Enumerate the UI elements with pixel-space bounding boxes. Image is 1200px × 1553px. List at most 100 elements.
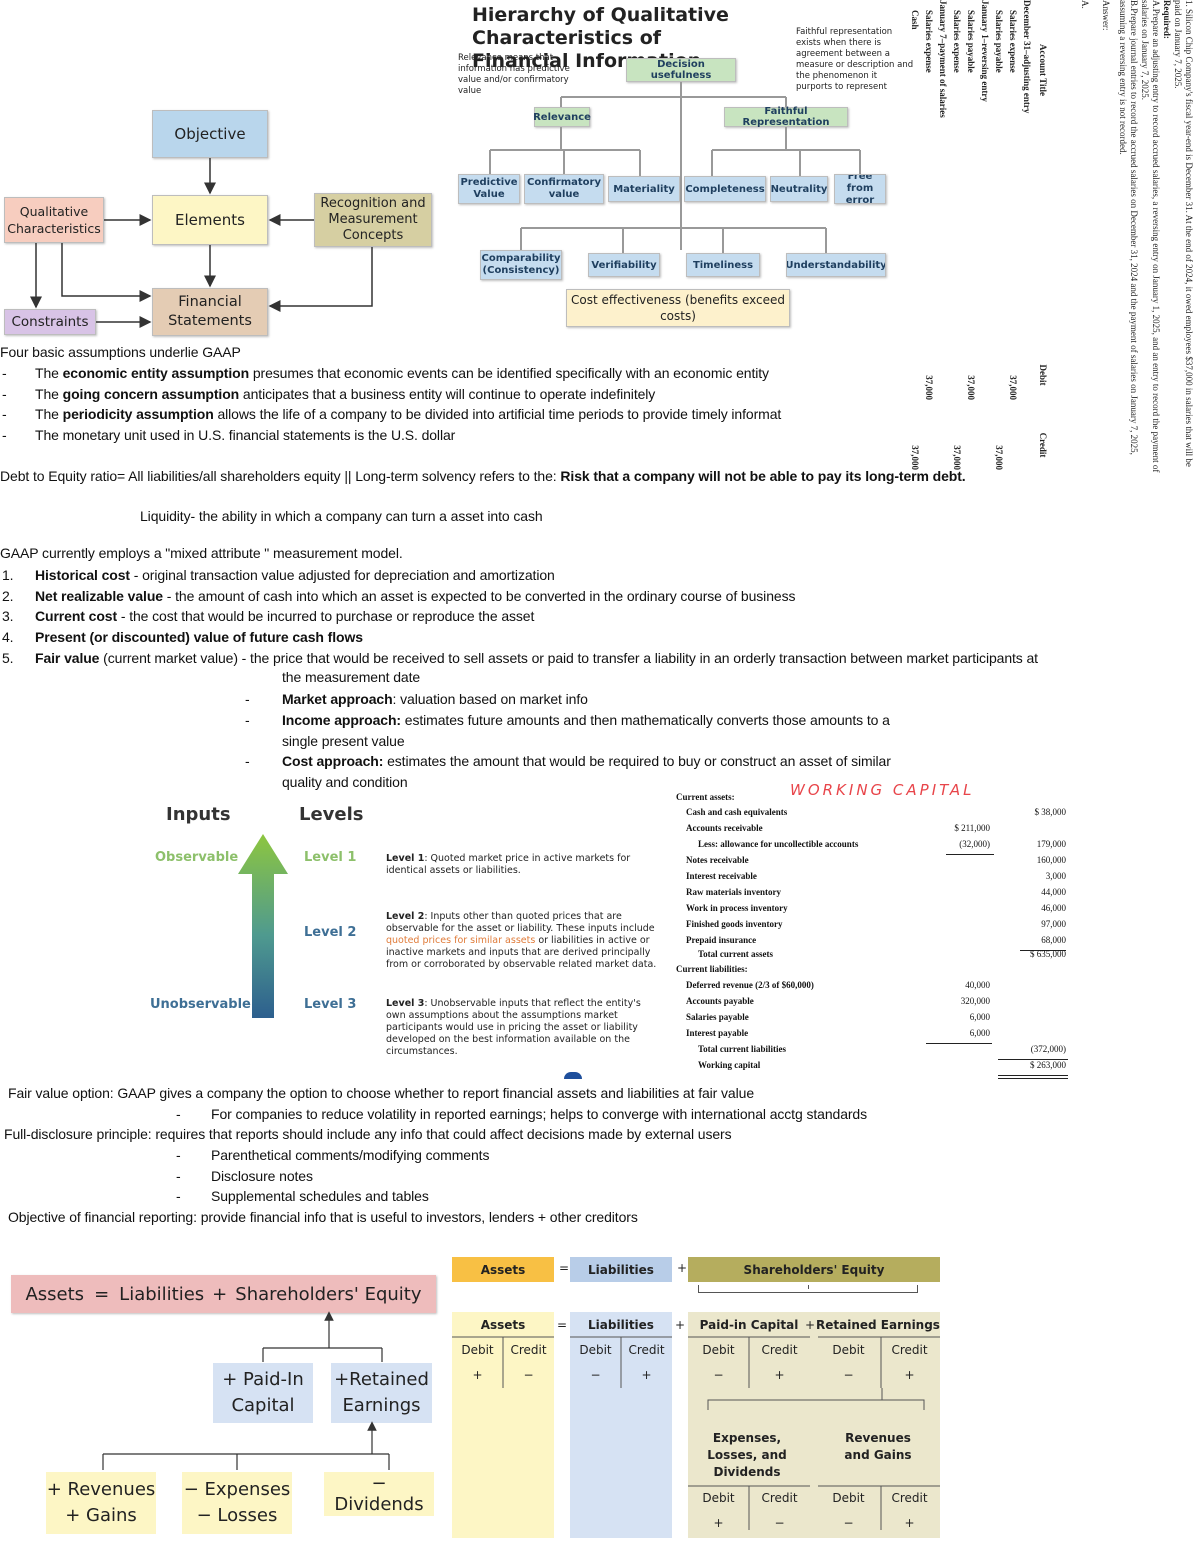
row-tcl-value: (372,000): [1030, 1044, 1066, 1054]
inputs-heading: Inputs: [166, 804, 231, 825]
level-3-description: Level 3: Unobservable inputs that reflec…: [386, 998, 641, 1057]
assumption-monetary-unit: The monetary unit used in U.S. financial…: [35, 427, 456, 443]
t-liabilities-title: Liabilities: [588, 1318, 654, 1332]
ar-underline: [946, 854, 994, 855]
t-expenses-title: Expenses, Losses, and Dividends: [707, 1431, 787, 1479]
t-credit-label: Credit: [891, 1491, 928, 1505]
row-ar-label: Accounts receivable: [686, 823, 763, 833]
journal-row-debit: 37,000: [924, 375, 934, 400]
confirmatory-value-box: Confirmatory value: [524, 174, 604, 204]
row-interest-payable-value: 6,000: [969, 1028, 990, 1038]
bullet-dash: -: [245, 753, 250, 769]
t-credit-label: Credit: [891, 1343, 928, 1357]
objective-box: Objective: [152, 110, 268, 158]
bullet-dash: -: [2, 427, 7, 443]
section-current-liabilities: Current liabilities:: [676, 964, 748, 974]
row-ap-label: Accounts payable: [686, 996, 754, 1006]
dividends-box: − Dividends: [324, 1472, 434, 1516]
disclosure-parenthetical: Parenthetical comments/modifying comment…: [211, 1147, 490, 1163]
liquidity-note: Liquidity- the ability in which a compan…: [140, 508, 543, 524]
relevance-box: Relevance: [533, 107, 591, 127]
equation-header: Assets = Liabilities + Shareholders' Equ…: [11, 1275, 436, 1313]
row-deferred-value: 40,000: [965, 980, 990, 990]
t-sign: −: [843, 1368, 854, 1382]
row-wip-label: Work in process inventory: [686, 903, 788, 913]
bullet-dash: -: [2, 365, 7, 381]
journal-row-title: Cash: [910, 10, 920, 30]
section-current-assets: Current assets:: [676, 792, 735, 802]
neutrality-box: Neutrality: [770, 176, 828, 202]
paid-in-capital-box: + Paid-In Capital: [213, 1363, 313, 1423]
t-account-lines: [452, 1336, 940, 1530]
row-wip-value: 46,000: [1041, 903, 1066, 913]
journal-row-title: January 7–payment of salaries: [938, 0, 948, 118]
level-2-description: Level 2: Inputs other than quoted prices…: [386, 911, 657, 970]
journal-row-title: Salaries payable: [994, 10, 1004, 73]
cost-effectiveness-box: Cost effectiveness (benefits exceed cost…: [566, 289, 790, 327]
qualitative-characteristics-box: Qualitative Characteristics: [4, 197, 104, 243]
equity-column: [688, 1312, 940, 1538]
measurement-historical-cost: Historical cost - original transaction v…: [35, 567, 555, 583]
income-approach-cont: single present value: [282, 733, 405, 749]
revenues-gains-box: + Revenues + Gains: [46, 1472, 156, 1534]
row-fg-value: 97,000: [1041, 919, 1066, 929]
t-revenues-title: Revenues and Gains: [844, 1431, 912, 1462]
cost-approach: Cost approach: estimates the amount that…: [282, 753, 891, 769]
t-sign: −: [774, 1516, 785, 1530]
predictive-value-box: Predictive Value: [458, 174, 520, 204]
comparability-box: Comparability (Consistency): [480, 250, 562, 280]
bullet-dash: -: [245, 712, 250, 728]
t-plus-sign: +: [804, 1318, 816, 1332]
wc-double-underline: [998, 1075, 1068, 1079]
verifiability-box: Verifiability: [588, 253, 660, 277]
timeliness-box: Timeliness: [686, 253, 760, 277]
journal-row-title: Salaries expense: [1008, 10, 1018, 73]
disclosure-supplemental: Supplemental schedules and tables: [211, 1188, 429, 1204]
row-interest-label: Interest receivable: [686, 871, 757, 881]
prepaid-underline: [1020, 950, 1066, 951]
row-raw-value: 44,000: [1041, 887, 1066, 897]
t-debit-label: Debit: [832, 1343, 865, 1357]
t-sign: −: [523, 1368, 534, 1382]
row-cash-value: $ 38,000: [1034, 807, 1067, 817]
faithful-note: Faithful representation exists when ther…: [796, 27, 914, 92]
row-fg-label: Finished goods inventory: [686, 919, 783, 929]
unobservable-label: Unobservable: [150, 997, 251, 1012]
elements-box: Elements: [152, 195, 268, 245]
decision-usefulness-box: Decision usefulness: [626, 58, 736, 82]
full-disclosure-principle: Full-disclosure principle: requires that…: [4, 1126, 732, 1142]
levels-heading: Levels: [299, 804, 364, 825]
journal-row-title: Salaries expense: [924, 10, 934, 73]
retained-earnings-box: +Retained Earnings: [331, 1363, 432, 1423]
problem-text: 1. Silicon Chip Company's fiscal year-en…: [1080, 0, 1194, 473]
disclosure-notes: Disclosure notes: [211, 1168, 313, 1184]
debt-to-equity-note: Debt to Equity ratio= All liabilities/al…: [0, 468, 966, 484]
fair-value-option: Fair value option: GAAP gives a company …: [8, 1085, 755, 1101]
expenses-losses-box: − Expenses − Losses: [182, 1472, 292, 1534]
tcl-underline: [998, 1059, 1068, 1060]
journal-row-credit: 37,000: [952, 445, 962, 470]
bullet-dash: -: [245, 691, 250, 707]
constraints-box: Constraints: [4, 309, 96, 335]
measurement-present-value: Present (or discounted) value of future …: [35, 629, 363, 645]
t-header-assets: Assets: [452, 1257, 554, 1282]
objective-of-reporting: Objective of financial reporting: provid…: [8, 1209, 638, 1225]
t-sign: −: [843, 1516, 854, 1530]
assumptions-intro: Four basic assumptions underlie GAAP: [0, 344, 241, 360]
faithful-representation-box: Faithful Representation: [724, 106, 848, 128]
fair-value-option-sub: For companies to reduce volatility in re…: [211, 1106, 868, 1122]
t-eq-sign: =: [556, 1318, 568, 1332]
bullet-dash: -: [2, 386, 7, 402]
completeness-box: Completeness: [684, 176, 766, 202]
journal-row-title: January 1–reversing entry: [980, 0, 990, 102]
row-tca-value: $ 635,000: [1030, 949, 1066, 959]
row-interest-value: 3,000: [1045, 871, 1066, 881]
free-from-error-box: Free from error: [834, 174, 886, 204]
hierarchy-connectors: [489, 82, 861, 253]
row-ap-value: 320,000: [960, 996, 990, 1006]
bullet-dash: -: [176, 1147, 181, 1163]
relevance-note: Relevance means that information has pre…: [458, 53, 570, 96]
row-tcl-label: Total current liabilities: [698, 1044, 787, 1054]
row-wc-label: Working capital: [698, 1060, 761, 1070]
journal-row-credit: 37,000: [910, 445, 920, 470]
